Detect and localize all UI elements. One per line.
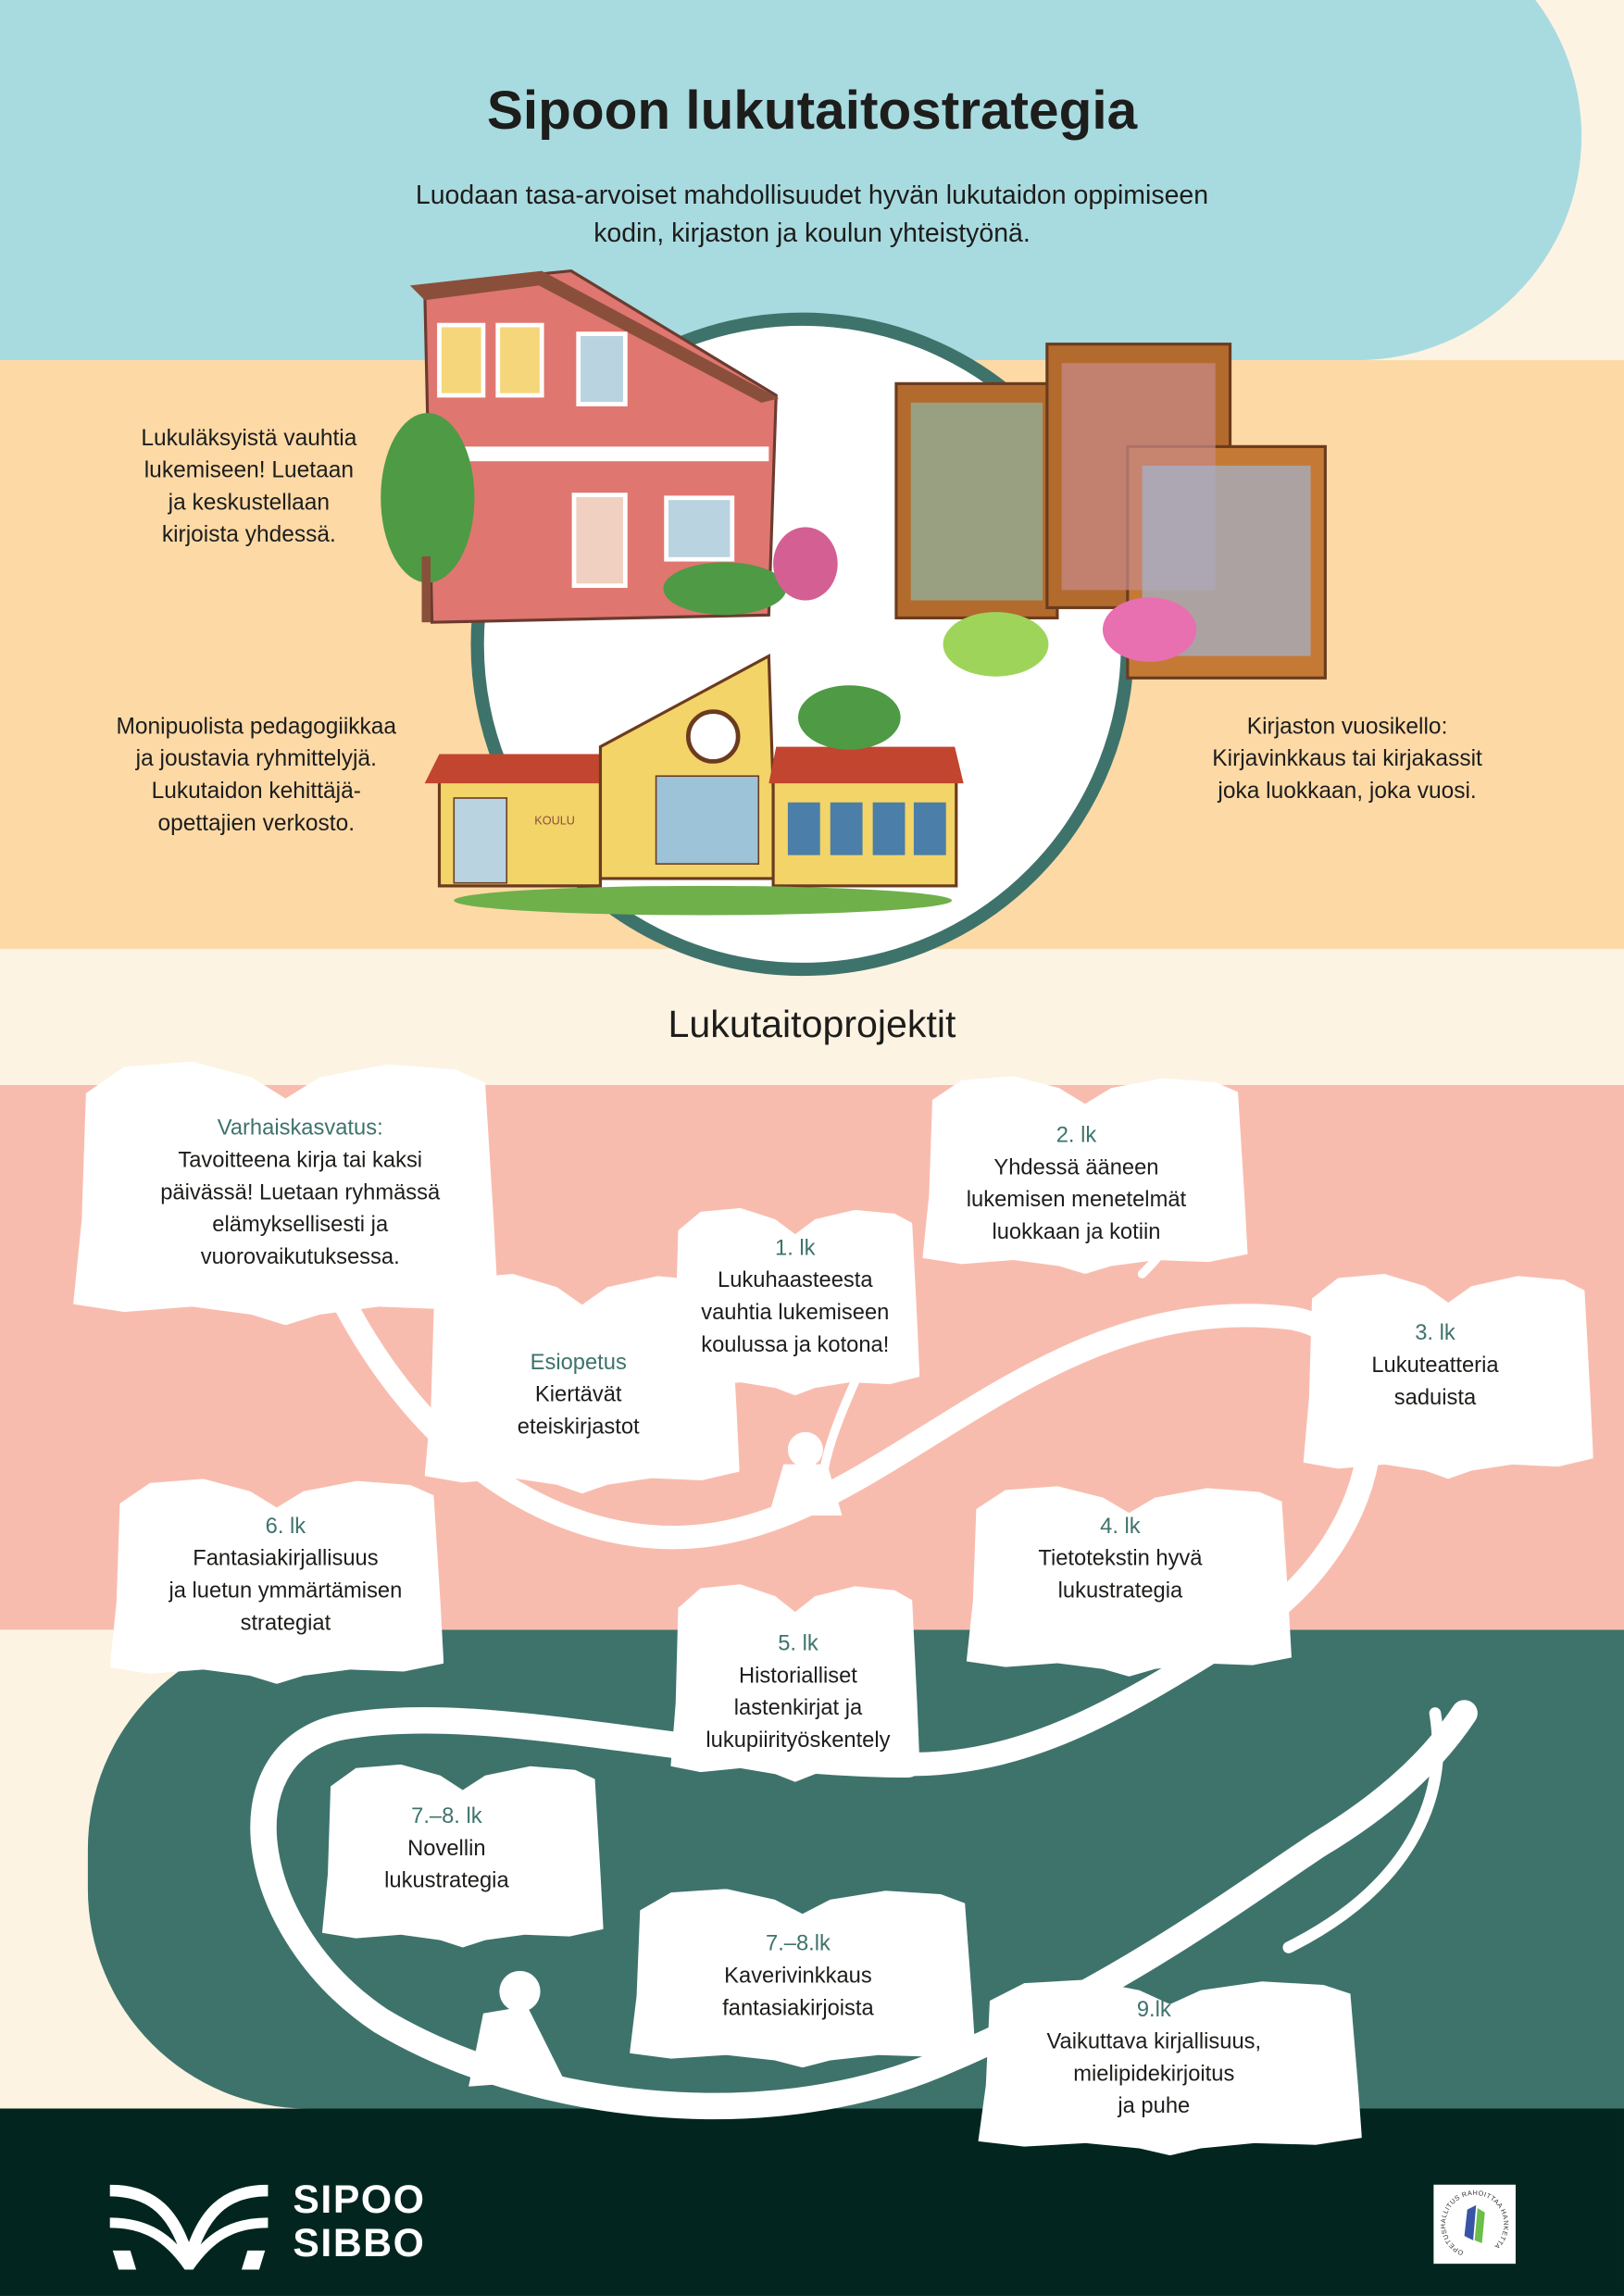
sipoo-logo-text: SIPOO SIBBO xyxy=(293,2177,425,2265)
reader-silhouette xyxy=(468,1431,843,2087)
project-book-shape xyxy=(978,1979,1362,2156)
project-card: 4. lk Tietotekstin hyvä lukustrategia xyxy=(915,1511,1325,1607)
text-line: kirjoista yhdessä. xyxy=(161,522,336,548)
project-description-line: elämyksellisesti ja xyxy=(212,1212,389,1238)
project-book-shape xyxy=(109,1479,444,1684)
header-band xyxy=(0,0,1582,361)
projects-heading: Lukutaitoprojektit xyxy=(668,1001,956,1046)
subtitle-line: kodin, kirjaston ja koulun yhteistyönä. xyxy=(593,218,1031,248)
subtitle-line: Luodaan tasa-arvoiset mahdollisuudet hyv… xyxy=(415,180,1209,210)
project-grade-label: Esiopetus xyxy=(530,1350,627,1376)
text-line: Kirjavinkkaus tai kirjakassit xyxy=(1212,746,1482,772)
text-line: joka luokkaan, joka vuosi. xyxy=(1218,779,1477,805)
project-description-line: lastenkirjat ja xyxy=(733,1695,863,1721)
footer-band xyxy=(0,2108,1624,2296)
project-description-line: lukupiirityöskentely xyxy=(706,1728,891,1753)
badge-text-path: OPETUSHALLITUS RAHOITTAA HANKETTA xyxy=(1439,2189,1510,2257)
logo-line: SIPOO xyxy=(293,2177,426,2222)
project-description-line: ja puhe xyxy=(1118,2093,1191,2119)
funding-logo-icon: OPETUSHALLITUS RAHOITTAA HANKETTA xyxy=(1439,2189,1510,2257)
project-book-shape xyxy=(670,1207,920,1396)
project-card: 5. lk Historialliset lastenkirjat ja lukupi… xyxy=(593,1628,1004,1757)
project-description-line: vauhtia lukemiseen xyxy=(701,1300,890,1326)
project-description-line: koulussa ja kotona! xyxy=(701,1332,890,1358)
project-book-shape xyxy=(922,1076,1248,1274)
project-description-line: Yhdessä ääneen xyxy=(993,1154,1159,1180)
project-grade-label: 7.–8. lk xyxy=(411,1803,482,1829)
text-line: Monipuolista pedagogiikkaa xyxy=(116,714,397,740)
text-line: opettajien verkosto. xyxy=(157,811,356,837)
library-strategy-text: Kirjaston vuosikello: Kirjavinkkaus tai … xyxy=(1164,712,1530,808)
home-strategy-text: Lukuläksyistä vauhtia lukemiseen! Luetaa… xyxy=(103,423,395,552)
project-grade-label: 5. lk xyxy=(778,1630,818,1656)
opetushallitus-badge: OPETUSHALLITUS RAHOITTAA HANKETTA xyxy=(1433,2184,1516,2265)
project-description-line: eteiskirjastot xyxy=(517,1414,640,1440)
project-card: 7.–8. lk Novellin lukustrategia xyxy=(242,1801,652,1897)
project-description-line: Kiertävät xyxy=(534,1382,622,1407)
sipoo-logo-icon xyxy=(109,2184,269,2270)
project-book-shape xyxy=(630,1889,976,2068)
project-description-line: Lukuhaasteesta xyxy=(718,1267,873,1293)
project-description-line: lukustrategia xyxy=(1057,1578,1183,1603)
project-description-line: strategiat xyxy=(240,1610,331,1636)
project-description-line: Tavoitteena kirja tai kaksi xyxy=(178,1147,423,1173)
project-grade-label: Varhaiskasvatus: xyxy=(217,1116,383,1142)
project-description-line: lukemisen menetelmät xyxy=(966,1187,1187,1213)
project-description-line: Novellin xyxy=(407,1836,486,1862)
project-description-line: päivässä! Luetaan ryhmässä xyxy=(160,1179,441,1205)
project-grade-label: 6. lk xyxy=(265,1514,306,1540)
project-description-line: Tietotekstin hyvä xyxy=(1038,1546,1203,1572)
project-grade-label: 2. lk xyxy=(1056,1123,1097,1148)
project-book-shape xyxy=(1303,1273,1593,1479)
project-card: Varhaiskasvatus: Tavoitteena kirja tai ka… xyxy=(95,1113,506,1274)
project-description-line: ja luetun ymmärtämisen xyxy=(169,1578,403,1603)
page-subtitle: Luodaan tasa-arvoiset mahdollisuudet hyv… xyxy=(0,176,1624,252)
project-card: 6. lk Fantasiakirjallisuus ja luetun ymmär… xyxy=(81,1511,491,1640)
project-description-line: Kaverivinkkaus xyxy=(724,1963,872,1989)
logo-line: SIBBO xyxy=(293,2221,426,2265)
project-description-line: Vaikuttava kirjallisuus, xyxy=(1046,2029,1262,2054)
project-description-line: Fantasiakirjallisuus xyxy=(193,1546,379,1572)
project-description-line: mielipidekirjoitus xyxy=(1073,2061,1235,2087)
project-book-shape xyxy=(966,1486,1292,1677)
text-line: Kirjaston vuosikello: xyxy=(1246,714,1448,740)
text-line: Lukutaidon kehittäjä- xyxy=(151,779,361,805)
project-description-line: Lukuteatteria xyxy=(1371,1353,1499,1379)
text-line: lukemiseen! Luetaan xyxy=(144,458,354,483)
project-grade-label: 4. lk xyxy=(1100,1514,1141,1540)
project-description-line: luokkaan ja kotiin xyxy=(992,1219,1161,1245)
badge-text: OPETUSHALLITUS RAHOITTAA HANKETTA xyxy=(1439,2189,1510,2257)
project-card: 2. lk Yhdessä ääneen lukemisen menetelmät l… xyxy=(871,1120,1281,1249)
project-card: 1. lk Lukuhaasteesta vauhtia lukemiseen kou… xyxy=(590,1233,1000,1362)
page-title: Sipoon lukutaitostrategia xyxy=(486,80,1138,141)
house-illustration xyxy=(381,268,838,624)
project-description-line: Historialliset xyxy=(739,1663,857,1689)
text-line: ja joustavia ryhmittelyjä. xyxy=(135,746,377,772)
project-grade-label: 3. lk xyxy=(1415,1320,1455,1346)
project-grade-label: 7.–8.lk xyxy=(766,1931,831,1957)
project-description-line: saduista xyxy=(1393,1385,1477,1411)
school-sign: KOULU xyxy=(534,814,575,828)
project-grade-label: 9.lk xyxy=(1136,1997,1171,2023)
project-grade-label: 1. lk xyxy=(775,1235,816,1261)
library-illustration xyxy=(894,343,1327,680)
project-description-line: vuorovaikutuksessa. xyxy=(200,1244,400,1270)
project-description-line: fantasiakirjoista xyxy=(722,1995,874,2021)
project-book-shape xyxy=(670,1584,920,1782)
text-line: Lukuläksyistä vauhtia xyxy=(141,426,357,452)
project-book-shape xyxy=(321,1764,604,1948)
project-card: 3. lk Lukuteatteria saduista xyxy=(1230,1317,1624,1414)
project-book-shape xyxy=(73,1061,498,1326)
school-strategy-text: Monipuolista pedagogiikkaa ja joustavia … xyxy=(81,712,432,841)
school-illustration xyxy=(424,653,964,916)
project-description-line: lukustrategia xyxy=(384,1868,509,1894)
text-line: ja keskustellaan xyxy=(168,490,331,516)
